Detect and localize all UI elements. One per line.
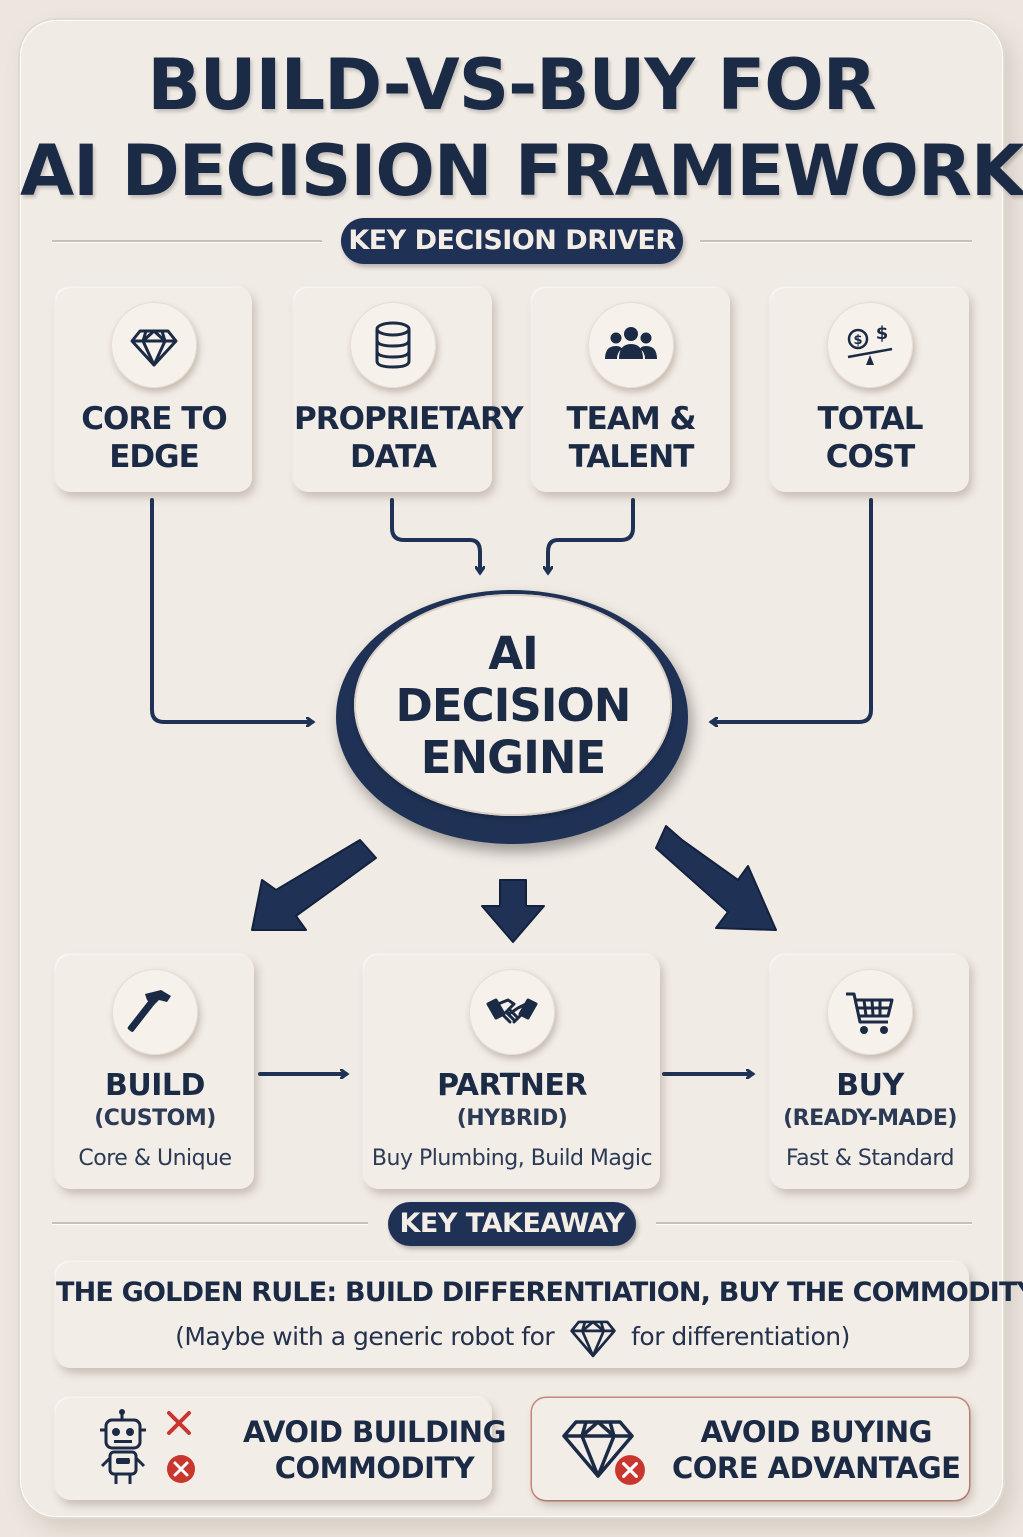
connector-total-cost [712,498,873,722]
database-icon [350,302,436,388]
driver-label: TEAM &TALENT [566,401,697,475]
divider-left [52,1222,368,1224]
option-card-buy[interactable]: BUY (READY-MADE) Fast & Standard [771,955,969,1189]
option-subtitle: (HYBRID) [456,1106,568,1131]
cart-icon [827,969,913,1055]
option-subtitle: (CUSTOM) [94,1106,216,1131]
golden-rule-subtext: (Maybe with a generic robot for for diff… [56,1316,969,1360]
driver-card-team-talent[interactable]: TEAM &TALENT [532,288,730,492]
svg-text:$: $ [876,323,889,344]
connector-core-to-edge [150,498,312,722]
connector-team-talent [548,498,635,572]
error-badge-icon [615,1455,645,1485]
diamond-icon [111,302,197,388]
option-card-partner[interactable]: PARTNER (HYBRID) Buy Plumbing, Build Mag… [364,955,660,1189]
diamond-icon [562,1420,634,1478]
option-title: BUY [836,1068,904,1103]
option-description: Fast & Standard [786,1146,954,1171]
title-line-1: BUILD-VS-BUY FOR [147,44,876,126]
handshake-icon [469,969,555,1055]
option-description: Core & Unique [78,1146,232,1171]
error-badge-icon [167,1455,195,1483]
robot-icon [100,1409,146,1484]
connector-proprietary-data [390,498,480,572]
red-x-icon [167,1411,191,1435]
hammer-icon [112,969,198,1055]
option-subtitle: (READY-MADE) [783,1106,957,1131]
cost-scale-icon: $$ [827,302,913,388]
option-title: BUILD [105,1068,205,1103]
arrow-to-build [251,839,377,931]
decision-engine-button[interactable] [354,594,672,816]
option-title: PARTNER [437,1068,587,1103]
divider-left [52,240,322,242]
arrow-to-partner [481,879,545,943]
diamond-icon [569,1320,616,1358]
decision-engine-label: AI DECISION ENGINE [395,627,632,784]
arrow-to-buy [655,825,777,931]
divider-right [656,1222,972,1224]
golden-rule-card: THE GOLDEN RULE: BUILD DIFFERENTIATION, … [56,1262,1023,1368]
option-description: Buy Plumbing, Build Magic [371,1146,653,1171]
page-title: BUILD-VS-BUY FOR AI DECISION FRAMEWORK [20,42,1023,214]
svg-text:$: $ [853,333,862,348]
divider-right [700,240,972,242]
takeaway-section-label: KEY TAKEAWAY [388,1202,636,1246]
drivers-section-label: KEY DECISION DRIVER [341,218,683,264]
golden-rule-headline: THE GOLDEN RULE: BUILD DIFFERENTIATION, … [56,1277,1023,1308]
title-line-2: AI DECISION FRAMEWORK [20,130,1023,212]
team-icon [588,302,674,388]
option-card-build[interactable]: BUILD (CUSTOM) Core & Unique [56,955,254,1189]
